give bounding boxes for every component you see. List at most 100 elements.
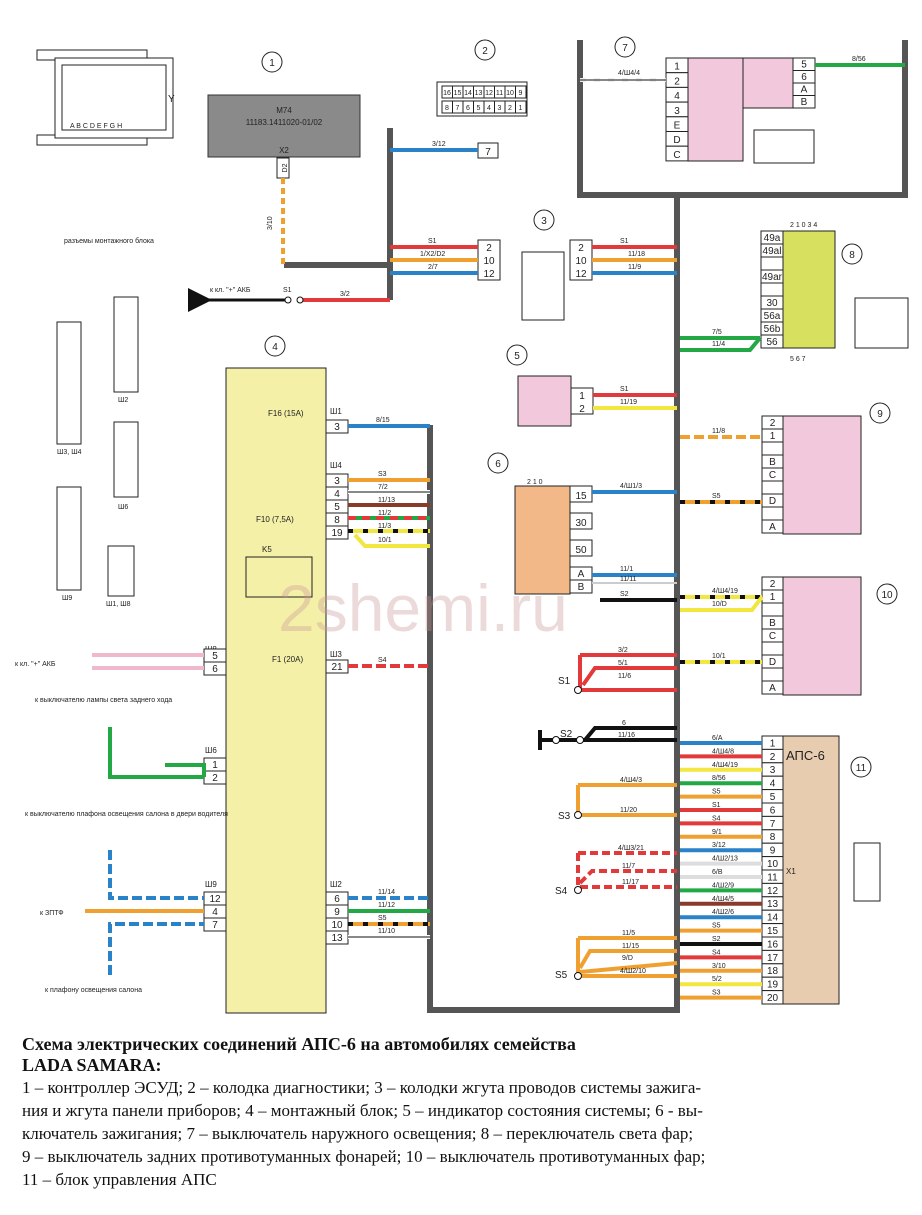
component-9-number: 9 — [877, 409, 883, 420]
connector-panel: разъемы монтажного блока Ш3, Ш4 Ш2 Ш6 Ш9… — [56, 237, 154, 608]
relay-k5: K5 — [262, 545, 272, 554]
pin-label: 4 — [334, 489, 340, 500]
connector-direction-icon: Y — [168, 94, 175, 105]
diag-pin-label: 11 — [496, 90, 503, 97]
wire-label: 11/6 — [618, 673, 631, 680]
wire-label: 4/Ш3/21 — [618, 845, 644, 852]
component-10-number: 10 — [881, 590, 893, 601]
splice-s2: S2 — [560, 729, 573, 740]
pin-label: B — [578, 582, 585, 593]
pin-box — [761, 480, 784, 495]
pin-label: 15 — [575, 491, 587, 502]
pin-label: 50 — [575, 545, 587, 556]
pin-label: 5 — [212, 651, 218, 662]
splice-s5: S5 — [555, 970, 568, 981]
diag-pin-box — [515, 85, 527, 99]
pin-label: 30 — [575, 518, 587, 529]
x1-wire-label: 4/Ш4/19 — [712, 762, 738, 769]
wire-label: 11/14 — [378, 889, 395, 896]
splice-labels: S1 S2 S3 S4 S5 3/2 5/1 11/6 6 11/16 4/Ш4… — [538, 647, 646, 981]
wire-label: S1 — [620, 238, 629, 245]
pin-label: 19 — [767, 980, 779, 991]
connector-cols: A B C D E F G H — [70, 123, 122, 130]
pin-label: 19 — [331, 528, 343, 539]
sh9-label: Ш9 — [205, 880, 217, 889]
pin-label: 18 — [767, 966, 779, 977]
ecu-connector-diagram: Y A B C D E F G H — [36, 49, 175, 146]
wire-label: 11/1 — [620, 566, 633, 573]
pin-box — [665, 145, 689, 162]
x1-wire-label: 4/Ш2/13 — [712, 856, 738, 863]
wire-label: 7/5 — [712, 329, 722, 336]
wire-label: 4/Ш4/4 — [618, 70, 640, 77]
pin-label: 3 — [674, 106, 680, 117]
pin-label: 14 — [767, 913, 779, 924]
wire-label: 11/8 — [712, 428, 725, 435]
diag-pin-label: 2 — [508, 105, 512, 112]
splice-s3: S3 — [558, 811, 571, 822]
diag-pin-label: 4 — [487, 105, 491, 112]
pin-label: C — [769, 470, 776, 481]
pin-label: 7 — [770, 819, 776, 830]
pin-box — [569, 539, 593, 557]
x1-wire-label: 3/10 — [712, 963, 726, 970]
pin-label: 56 — [766, 337, 778, 348]
wire-label: 11/10 — [378, 928, 395, 935]
pin: 2 — [578, 243, 584, 254]
wire-label: 3/2 — [340, 291, 350, 298]
wire-label: 11/7 — [622, 863, 635, 870]
pin-label: 3 — [334, 476, 340, 487]
x1-wire-label: 4/Ш2/6 — [712, 909, 734, 916]
akb-label: к кл. "+" АКБ — [210, 287, 251, 294]
pin-box — [761, 519, 784, 534]
wire-label: 9/D — [622, 955, 633, 962]
wire-label: 4/Ш1/3 — [620, 483, 642, 490]
pin-label: B — [769, 457, 776, 468]
wire-label: 4/Ш2/10 — [620, 968, 646, 975]
wire-label: 10/1 — [712, 653, 726, 660]
wire-label: 11/13 — [378, 497, 395, 504]
pin-label: B — [769, 618, 776, 629]
x1-wire-label: 4/Ш4/5 — [712, 896, 734, 903]
pin-label: 6 — [770, 805, 776, 816]
wire-label: 11/18 — [628, 251, 645, 258]
pin-label: 49a — [764, 233, 781, 244]
wire-label: 11/15 — [622, 943, 639, 950]
caption-legend-line: ключатель зажигания; 7 – выключатель нар… — [22, 1124, 694, 1143]
pin-label: 10 — [767, 859, 779, 870]
pin-label: 15 — [767, 926, 779, 937]
caption-legend-line: 11 – блок управления АПС — [22, 1170, 217, 1189]
pin-box — [761, 506, 784, 521]
x1-wire-label: 6/A — [712, 735, 723, 742]
pin-label: 2 — [212, 773, 218, 784]
pin-label: 30 — [766, 298, 778, 309]
aps6-connector-label: X1 — [786, 867, 796, 876]
component-11-number: 11 — [856, 763, 867, 774]
pin-label: 1 — [212, 760, 218, 771]
diag-pin-label: 12 — [485, 90, 493, 97]
diag-pin-7: 7 — [485, 147, 491, 158]
panel-item-name: Ш6 — [118, 504, 128, 511]
component-6-number: 6 — [495, 459, 501, 470]
pin-label: 1 — [770, 431, 776, 442]
wire-label: S1 — [428, 238, 437, 245]
wire-label: 3/10 — [267, 216, 274, 230]
component-3-number: 3 — [541, 216, 547, 227]
pin: 2 — [579, 404, 585, 415]
splice-label: S1 — [283, 287, 292, 294]
plafond-label: к плафону освещения салона — [45, 987, 142, 994]
wire-label: 11/19 — [620, 399, 637, 406]
wire-label: 11/9 — [628, 264, 641, 271]
diag-pin-label: 3 — [498, 105, 502, 112]
pin-label: 12 — [209, 894, 221, 905]
pin: 2 — [486, 243, 492, 254]
x1-wire-label: S5 — [712, 923, 721, 930]
component-1-ecu: 1 M74 11183.1411020-01/02 X2 D2 3/10 — [207, 51, 361, 265]
pin-label: C — [769, 631, 776, 642]
x1-wire-label: 6/B — [712, 869, 723, 876]
x1-wire-label: 3/12 — [712, 842, 726, 849]
wire-label: S2 — [620, 591, 629, 598]
